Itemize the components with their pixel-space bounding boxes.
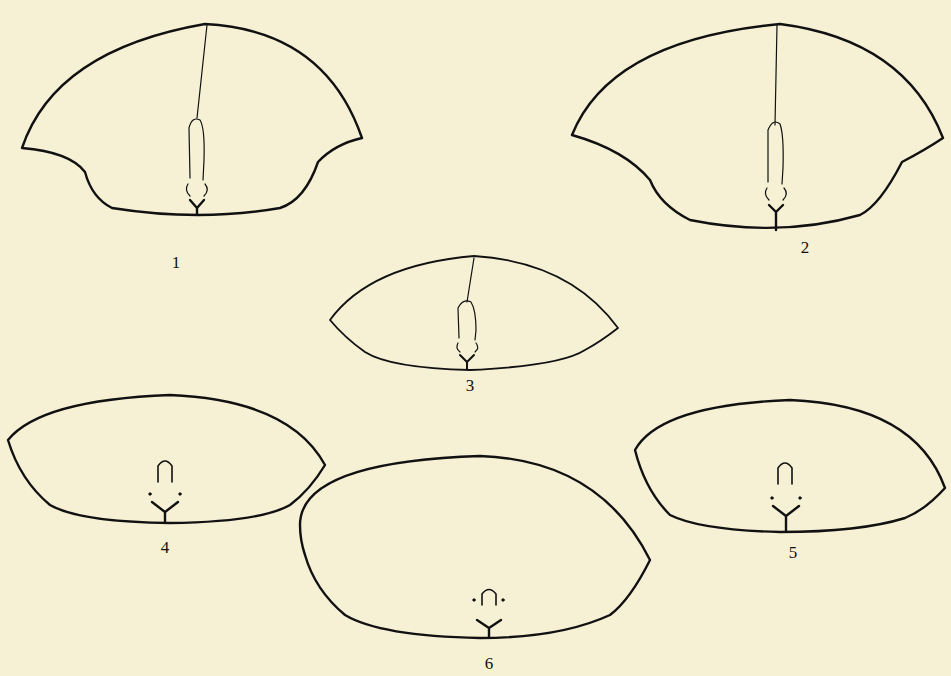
figure-number: 6 <box>485 655 494 672</box>
figure-4-outline <box>8 395 325 523</box>
figure-number: 3 <box>466 377 475 394</box>
figure-number: 5 <box>789 544 798 561</box>
figure-3-outline <box>330 256 618 370</box>
figure-number: 1 <box>172 254 181 271</box>
figure-6-outline <box>300 456 650 638</box>
figure-number: 4 <box>161 539 170 556</box>
figure-number: 2 <box>801 239 810 256</box>
figure-2-outline <box>572 24 943 230</box>
figure-5-outline <box>635 400 945 532</box>
figure-1-outline <box>22 24 362 215</box>
